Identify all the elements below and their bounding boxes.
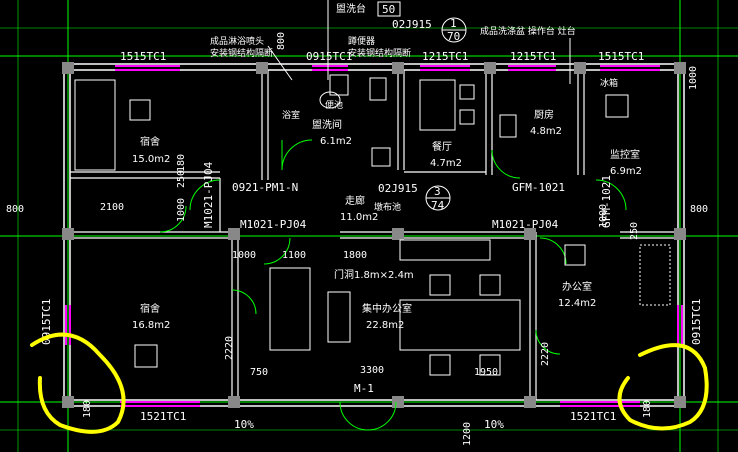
- room-area: 11.0m2: [340, 212, 378, 223]
- note-toilet-1: 蹲便器: [348, 35, 375, 47]
- note-kitchen: 成品洗涤盆 操作台 灶台: [480, 25, 576, 37]
- dim-1000: 1000: [176, 198, 187, 222]
- dim-3300: 3300: [360, 365, 384, 376]
- window-label: 0915TC1: [40, 299, 53, 345]
- dim-1000c: 1000: [598, 204, 609, 228]
- slope-right: 10%: [484, 418, 504, 431]
- dim-1950: 1950: [474, 367, 498, 378]
- dim-180a: 180: [82, 400, 93, 418]
- callout-ref: 02J915: [392, 18, 432, 31]
- highlight-right: [617, 343, 709, 431]
- room-area: 6.1m2: [320, 136, 352, 147]
- room-name: 厨房: [534, 108, 554, 121]
- dim-1100: 1100: [282, 250, 306, 261]
- window-label: 1521TC1: [140, 410, 186, 423]
- dim-1000-right: 1000: [688, 66, 699, 90]
- door-label: M-1: [354, 382, 374, 395]
- window-labels: 1515TC1 0915TC1 1215TC1 1215TC1 1515TC1 …: [40, 50, 703, 423]
- ref2-b: 74: [431, 199, 445, 212]
- room-name: 集中办公室: [362, 302, 412, 315]
- dim-1800: 1800: [343, 250, 367, 261]
- dim-250: 250: [176, 170, 187, 188]
- room-area: 15.0m2: [132, 154, 170, 165]
- room-name: 餐厅: [432, 140, 452, 153]
- ref2-a: 3: [434, 185, 441, 198]
- dim-1200: 1200: [462, 422, 473, 446]
- door-label: M1021-PJ04: [492, 218, 559, 231]
- window-label: 1521TC1: [570, 410, 616, 423]
- dim-250b: 250: [629, 222, 640, 240]
- dimensions: 800 800 800 1000 2100 1000 250 250 1000 …: [6, 32, 708, 446]
- room-area: 22.8m2: [366, 320, 404, 331]
- doors: [159, 139, 627, 431]
- window-label: 1215TC1: [422, 50, 468, 63]
- note-fridge: 冰箱: [600, 77, 618, 89]
- furniture: [74, 74, 671, 376]
- room-area: 12.4m2: [558, 298, 596, 309]
- room-name: 监控室: [610, 148, 640, 161]
- door-labels: 0921-PM1-N GFM-1021 M1021-PJ04 M1021-PJ0…: [202, 161, 613, 395]
- note-bath: 浴室: [282, 109, 300, 121]
- door-label: 门洞1.8m×2.4m: [334, 268, 414, 281]
- highlight-left: [30, 332, 126, 434]
- door-label: M1021-PJ04: [202, 161, 215, 228]
- callout-num: 50: [382, 3, 395, 16]
- dim-2100: 2100: [100, 202, 124, 213]
- note-toilet-2: 安装钢结构隔断: [348, 47, 411, 59]
- room-labels: 宿舍 15.0m2 宿舍 16.8m2 盥洗间 6.1m2 餐厅 4.7m2 厨…: [132, 108, 642, 331]
- room-area: 6.9m2: [610, 166, 642, 177]
- door-label: GFM-1021: [600, 175, 613, 228]
- ref2: 02J915: [378, 182, 418, 195]
- inner-walls: [70, 70, 678, 400]
- slope-left: 10%: [234, 418, 254, 431]
- highlight-marks: [30, 332, 709, 434]
- room-area: 4.7m2: [430, 158, 462, 169]
- dim-180b: 180: [642, 400, 653, 418]
- dim-800-right: 800: [690, 204, 708, 215]
- window-label: 1515TC1: [598, 50, 644, 63]
- dim-800-left: 800: [6, 204, 24, 215]
- window-label: 1515TC1: [120, 50, 166, 63]
- dim-750: 750: [250, 367, 268, 378]
- window-label: 0915TC1: [690, 299, 703, 345]
- dim-1000b: 1000: [232, 250, 256, 261]
- callout-top: 盥洗台: [336, 2, 366, 15]
- callout-ref-a: 1: [450, 17, 457, 30]
- window-label: 1215TC1: [510, 50, 556, 63]
- room-name: 盥洗间: [312, 118, 342, 131]
- door-label: M1021-PJ04: [240, 218, 307, 231]
- room-area: 4.8m2: [530, 126, 562, 137]
- window-label: 0915TC1: [306, 50, 352, 63]
- dim-2220: 2220: [224, 336, 235, 360]
- note-shower-2: 安装钢结构隔断: [210, 47, 273, 59]
- annotations: 盥洗台 50 02J915 1 70 成品淋浴喷头 安装钢结构隔断 蹲便器 安装…: [210, 0, 618, 431]
- note-shower-1: 成品淋浴喷头: [210, 35, 264, 47]
- room-name: 走廊: [345, 194, 365, 207]
- room-area: 16.8m2: [132, 320, 170, 331]
- dim-2220b: 2220: [540, 342, 551, 366]
- dim-800-top: 800: [276, 32, 287, 50]
- callout-ref-b: 70: [447, 30, 460, 43]
- columns: [62, 62, 686, 408]
- door-label: 0921-PM1-N: [232, 181, 298, 194]
- dim-180c: 180: [176, 154, 187, 172]
- room-name: 宿舍: [140, 302, 160, 315]
- door-label: GFM-1021: [512, 181, 565, 194]
- note-toilet: 便池: [325, 99, 343, 111]
- room-name: 宿舍: [140, 135, 160, 148]
- room-name: 办公室: [562, 280, 592, 293]
- note-mop: 墩布池: [374, 201, 401, 213]
- windows: [65, 65, 683, 407]
